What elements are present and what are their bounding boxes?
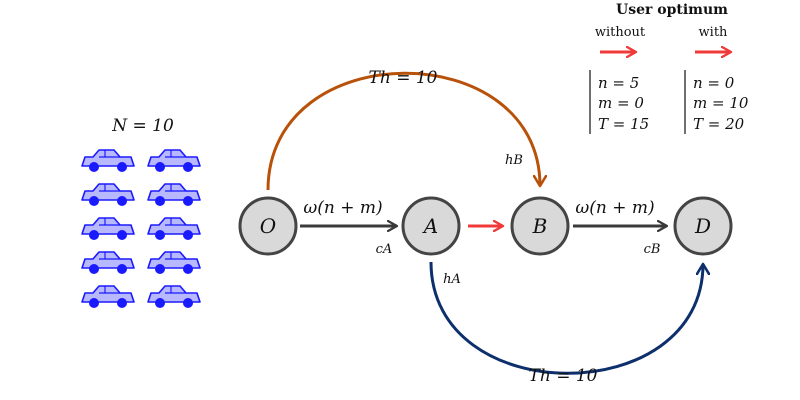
node-b-label: B: [532, 214, 548, 238]
car-icon: [147, 285, 201, 309]
legend-with-header: with: [699, 25, 729, 40]
legend: User optimum without with n = 5 m = 0 T …: [589, 2, 749, 134]
car-icon: [81, 149, 135, 173]
car-icon: [147, 149, 201, 173]
legend-with-row: T = 20: [693, 115, 745, 133]
arc-a-d-label: Th = 10: [529, 366, 598, 386]
arc-a-d: [429, 261, 703, 375]
node-a-label: A: [422, 214, 438, 238]
car-icon: [81, 217, 135, 241]
car-icon: [147, 183, 201, 207]
node-b: B: [510, 196, 570, 256]
car-icon: [147, 217, 201, 241]
legend-with-row: n = 0: [693, 74, 735, 92]
legend-title: User optimum: [616, 2, 728, 18]
fleet: N = 10: [81, 116, 201, 309]
edge-b-d-cost: cB: [644, 242, 661, 257]
car-icon: [81, 285, 135, 309]
car-icon: [147, 251, 201, 275]
legend-without-header: without: [595, 25, 646, 40]
node-d-label: D: [694, 214, 711, 238]
arc-o-b: [266, 71, 540, 191]
arc-a-d-entry: hA: [443, 272, 461, 287]
car-grid: [81, 149, 201, 309]
legend-without-row: m = 0: [598, 94, 644, 112]
edge-b-d-label: ω(n + m): [575, 198, 654, 218]
edge-o-a-label: ω(n + m): [303, 198, 382, 218]
node-a: A: [401, 196, 461, 256]
legend-without-row: n = 5: [598, 74, 639, 92]
edge-o-a-cost: cA: [376, 242, 393, 257]
car-icon: [81, 251, 135, 275]
node-o-label: O: [260, 214, 276, 238]
arc-o-b-entry: hB: [505, 153, 523, 168]
node-o: O: [238, 196, 298, 256]
car-icon: [81, 183, 135, 207]
legend-without-row: T = 15: [598, 115, 649, 133]
node-d: D: [673, 196, 733, 256]
legend-with-row: m = 10: [693, 94, 749, 112]
arc-o-b-label: Th = 10: [369, 68, 438, 88]
fleet-label: N = 10: [111, 116, 174, 136]
